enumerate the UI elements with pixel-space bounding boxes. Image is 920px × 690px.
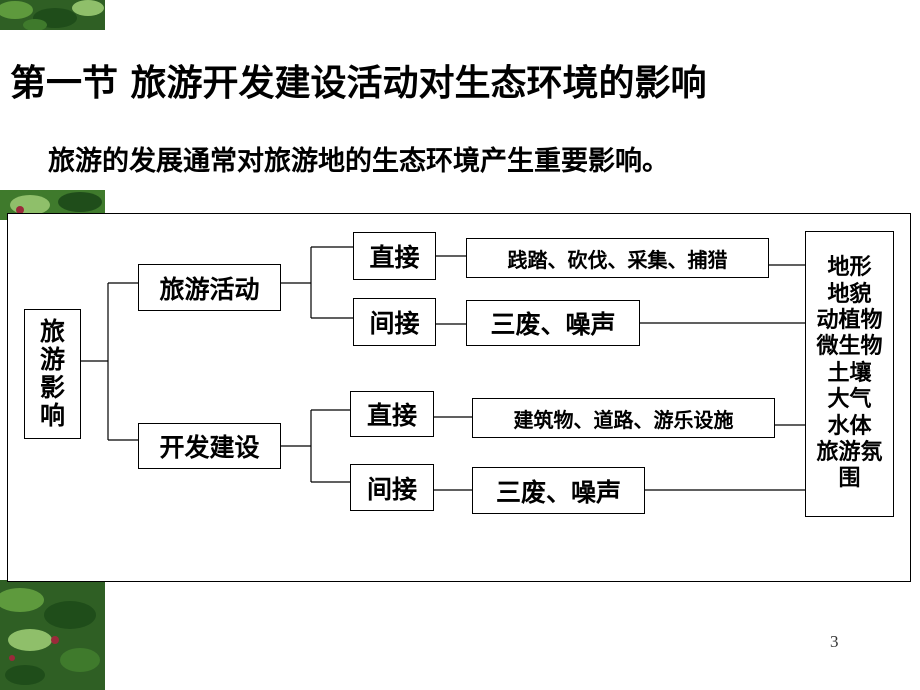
branch-tourism-activities: 旅游活动: [138, 264, 281, 311]
branch-1-direct-effect: 践踏、砍伐、采集、捕猎: [466, 238, 769, 278]
target-item: 围: [838, 466, 861, 492]
branch-2-direct-effect: 建筑物、道路、游乐设施: [472, 398, 775, 438]
page-number: 3: [830, 632, 839, 651]
target-item: 旅游氛: [816, 439, 883, 465]
branch-2-direct: 直接: [350, 391, 434, 437]
branch-2-indirect: 间接: [350, 464, 434, 511]
target-item: 微生物: [816, 334, 883, 360]
target-item: 大气: [827, 387, 872, 413]
target-item: 土壤: [827, 360, 872, 386]
slide-title: 第一节 旅游开发建设活动对生态环境的影响: [10, 63, 707, 104]
root-char: 影: [39, 373, 65, 402]
root-char: 游: [39, 345, 65, 374]
branch-1-indirect: 间接: [353, 298, 436, 346]
root-char: 旅: [39, 317, 65, 346]
slide-subtitle: 旅游的发展通常对旅游地的生态环境产生重要影响。: [48, 146, 669, 177]
affected-environment-list: 地形 地貌 动植物 微生物 土壤 大气 水体 旅游氛 围: [805, 231, 894, 517]
foliage-decoration-top: [0, 0, 105, 30]
branch-1-direct: 直接: [353, 232, 436, 280]
target-item: 水体: [827, 413, 872, 439]
foliage-decoration-bottom: [0, 580, 105, 690]
target-item: 动植物: [816, 308, 883, 334]
branch-2-indirect-effect: 三废、噪声: [472, 467, 645, 514]
target-item: 地形: [827, 255, 872, 281]
root-char: 响: [39, 401, 65, 430]
branch-development-construction: 开发建设: [138, 423, 281, 469]
target-item: 地貌: [827, 281, 872, 307]
root-node: 旅 游 影 响: [24, 309, 81, 439]
branch-1-indirect-effect: 三废、噪声: [466, 300, 640, 346]
